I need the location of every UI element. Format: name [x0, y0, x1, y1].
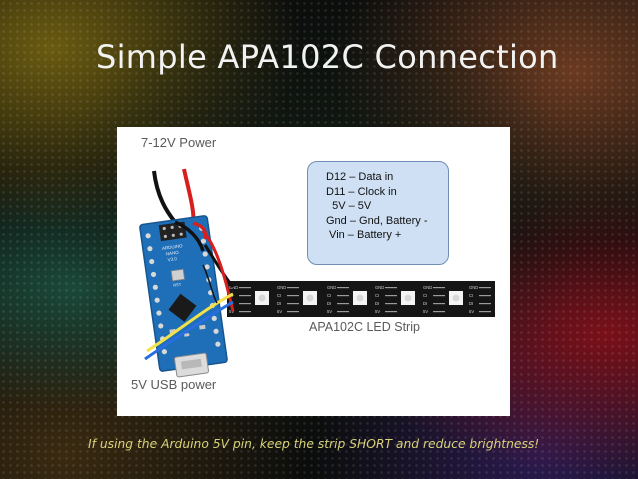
board-label-brand: ARDUINO: [162, 243, 184, 251]
strip-pad-label: 5V: [469, 309, 474, 314]
led-lens: [452, 294, 460, 302]
strip-pads: GND CI DI 5V GND CI DI 5V GND CI DI 5V GND CI DI 5V GND C…: [229, 285, 491, 314]
strip-trace: [433, 303, 445, 305]
strip-pad-label: DI: [375, 301, 379, 306]
board-label-version: V3.0: [167, 256, 177, 262]
led-lens: [404, 294, 412, 302]
vin-wire: [192, 221, 208, 240]
strip-trace: [479, 303, 491, 305]
strip-trace: [239, 295, 251, 297]
strip-trace: [239, 311, 251, 313]
strip-pad-label: 5V: [277, 309, 282, 314]
strip-trace: [433, 287, 445, 289]
strip-trace: [385, 303, 397, 305]
reset-button: [170, 268, 185, 282]
slide-title: Simple APA102C Connection: [96, 38, 559, 76]
strip-pad-label: GND: [229, 285, 238, 290]
strip-trace: [287, 311, 299, 313]
strip-pad-label: CI: [423, 293, 427, 298]
strip-trace: [433, 295, 445, 297]
legend-line-data: D12 – Data in: [326, 171, 394, 183]
board-pin-wires: [202, 264, 218, 304]
strip-trace: [239, 303, 251, 305]
legend-line-5v: 5V – 5V: [326, 200, 372, 213]
strip-trace: [337, 287, 349, 289]
board-label-reset: RST: [173, 282, 182, 288]
clock-wire: [146, 292, 234, 353]
5v-wire-strip: [201, 230, 235, 312]
strip-trace: [479, 287, 491, 289]
strip-trace: [287, 303, 299, 305]
strip-pad-label: 5V: [423, 309, 428, 314]
wiring-diagram: GND CI DI 5V GND CI DI 5V GND CI DI 5V GND CI DI 5V GND C…: [117, 127, 510, 416]
strip-pad-label: CI: [375, 293, 379, 298]
strip-pad-label: 5V: [327, 309, 332, 314]
strip-trace: [385, 295, 397, 297]
strip-pad-label: DI: [277, 301, 281, 306]
strip-trace: [385, 287, 397, 289]
arduino-nano-board: ARDUINO NANO V3.0 RST: [139, 215, 228, 378]
led-lens: [258, 294, 266, 302]
power-wire-black: [152, 170, 177, 224]
legend-line-clock: D11 – Clock in: [326, 185, 397, 198]
strip-pad-label: GND: [277, 285, 286, 290]
gnd-wire-strip: [203, 244, 235, 288]
strip-trace: [479, 295, 491, 297]
power-wire-red: [182, 168, 196, 224]
usb-power-label: 5V USB power: [131, 377, 217, 392]
data-wire: [144, 300, 234, 361]
strip-pad-label: GND: [327, 285, 336, 290]
strip-pad-label: CI: [469, 293, 473, 298]
gnd-wire-power: [174, 220, 205, 252]
strip-pad-label: GND: [375, 285, 384, 290]
strip-pad-label: 5V: [229, 309, 234, 314]
strip-pad-label: GND: [423, 285, 432, 290]
strip-trace: [479, 311, 491, 313]
power-label: 7-12V Power: [141, 135, 217, 150]
strip-pad-label: CI: [277, 293, 281, 298]
microcontroller-chip: [168, 293, 197, 322]
strip-trace: [287, 295, 299, 297]
legend-line-gnd: Gnd – Gnd, Battery -: [326, 214, 428, 227]
led-lens: [356, 294, 364, 302]
strip-pad-label: GND: [469, 285, 478, 290]
strip-pad-label: DI: [423, 301, 427, 306]
pin-mapping-legend: D12 – Data in D11 – Clock in 5V – 5V Gnd…: [307, 161, 449, 265]
strip-trace: [433, 311, 445, 313]
strip-trace: [239, 287, 251, 289]
strip-trace: [337, 303, 349, 305]
strip-label: APA102C LED Strip: [309, 320, 420, 334]
wiring-illustration: GND CI DI 5V GND CI DI 5V GND CI DI 5V GND CI DI 5V GND C…: [139, 168, 495, 378]
strip-leds: [255, 291, 463, 305]
legend-line-vin: Vin – Battery +: [326, 229, 402, 242]
header-pins-left: [145, 233, 167, 355]
footer-warning-note: If using the Arduino 5V pin, keep the st…: [88, 437, 540, 451]
strip-trace: [337, 295, 349, 297]
strip-trace: [287, 287, 299, 289]
strip-pad-label: 5V: [375, 309, 380, 314]
board-label-model: NANO: [165, 250, 179, 257]
led-lens: [306, 294, 314, 302]
led-strip: GND CI DI 5V GND CI DI 5V GND CI DI 5V GND CI DI 5V GND C…: [227, 281, 495, 317]
strip-trace: [385, 311, 397, 313]
strip-pad-label: DI: [327, 301, 331, 306]
strip-pad-label: CI: [327, 293, 331, 298]
strip-pad-label: DI: [469, 301, 473, 306]
strip-trace: [337, 311, 349, 313]
